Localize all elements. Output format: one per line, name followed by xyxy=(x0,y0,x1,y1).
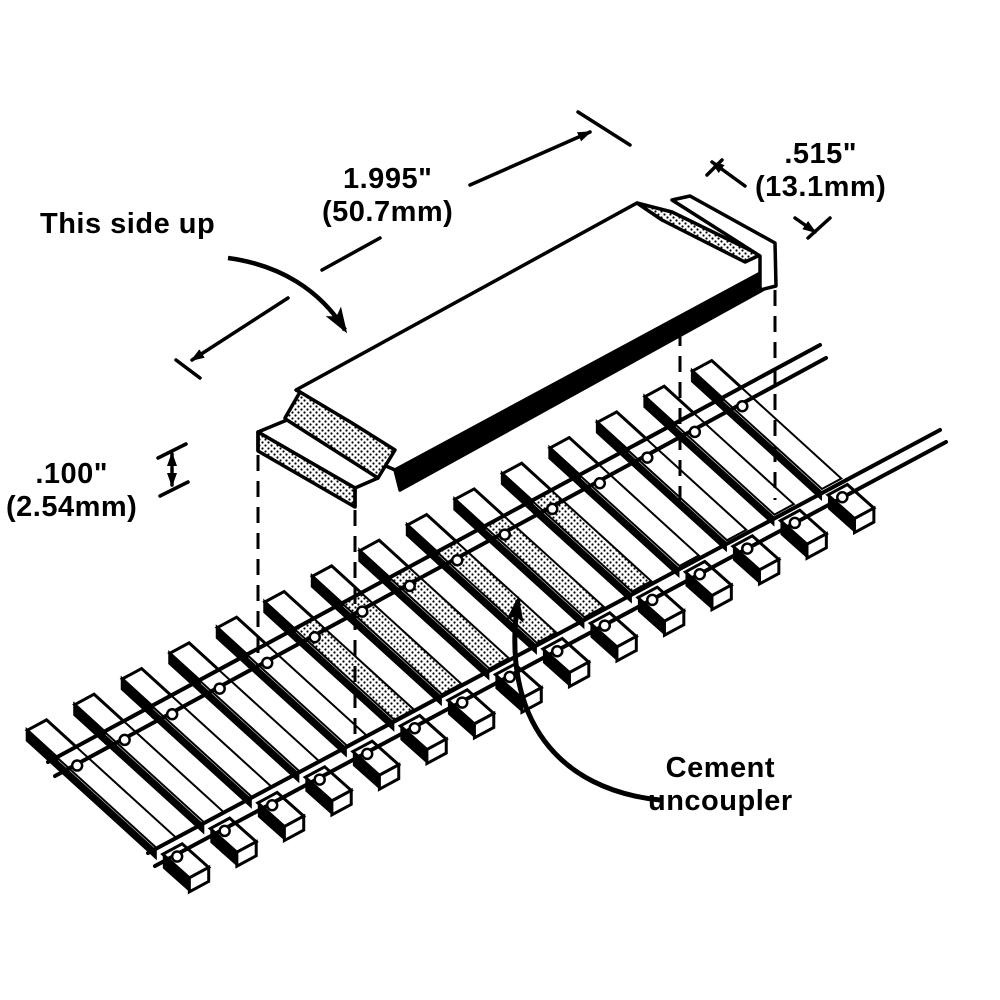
width-dimension-arrow-icon xyxy=(705,158,832,240)
length-imperial: 1.995" xyxy=(343,163,433,195)
track xyxy=(24,343,948,895)
orientation-curved-arrow-icon xyxy=(227,255,348,334)
instruction-line2: uncoupler xyxy=(648,785,793,817)
instruction-curved-arrow-icon xyxy=(505,596,661,803)
instruction-label: Cement uncoupler xyxy=(648,752,793,818)
ties-between-rails xyxy=(55,386,844,861)
height-metric: (2.54mm) xyxy=(6,491,138,523)
length-metric: (50.7mm) xyxy=(322,196,454,228)
projection-lines xyxy=(256,290,777,735)
orientation-label: This side up xyxy=(40,208,215,241)
height-dimension-arrow-icon xyxy=(156,442,190,498)
width-imperial: .515" xyxy=(784,138,858,170)
uncoupler-block xyxy=(256,194,778,509)
tie-ends-far xyxy=(24,358,744,771)
height-label: .100" (2.54mm) xyxy=(6,458,137,524)
instruction-line1: Cement xyxy=(665,752,776,784)
length-dimension-arrow-icon xyxy=(174,110,632,380)
rail-spikes xyxy=(70,400,849,863)
length-label: 1.995" (50.7mm) xyxy=(322,163,453,229)
width-label: .515" (13.1mm) xyxy=(755,138,886,204)
width-metric: (13.1mm) xyxy=(755,171,887,203)
height-imperial: .100" xyxy=(35,458,109,490)
orientation-text: This side up xyxy=(40,208,216,240)
tie-ends-near xyxy=(160,482,877,895)
